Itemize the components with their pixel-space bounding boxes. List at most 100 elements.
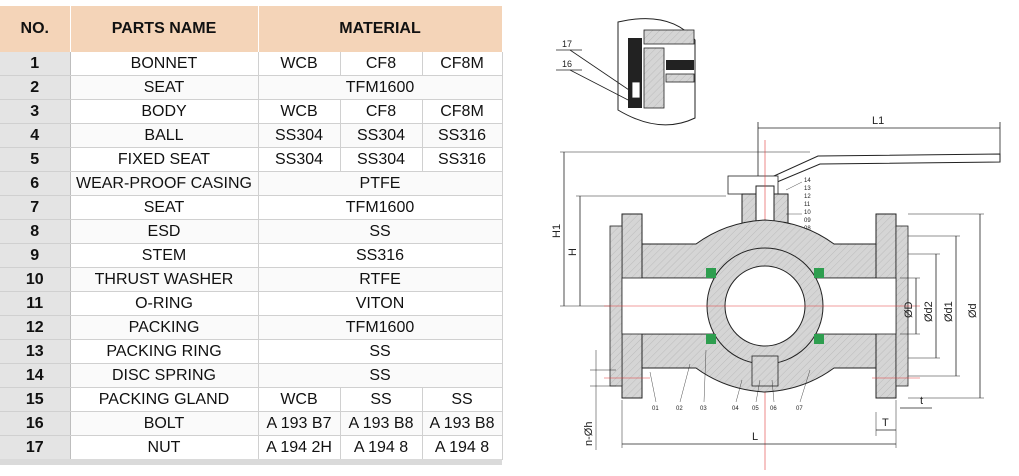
material-cell: A 193 B8 [422,411,503,436]
material-cell: SS316 [258,243,503,268]
valve-drawing: 17 16 L1 H1 [520,0,1019,471]
material-cell: A 194 8 [340,435,423,460]
part-name: WEAR-PROOF CASING [70,171,259,196]
material-cell: TFM1600 [258,315,503,340]
dim-label-T: T [882,417,889,429]
material-cell: WCB [258,99,341,124]
part-name: BODY [70,99,259,124]
material-cell: SS304 [258,123,341,148]
material-cell: SS [422,387,503,412]
dim-label-d2: Ød2 [923,301,935,322]
part-name: BONNET [70,52,259,76]
part-name: SEAT [70,75,259,100]
part-name: BALL [70,123,259,148]
material-cell: A 194 2H [258,435,341,460]
dim-label-d: Ød [967,303,979,318]
row-number: 12 [0,315,71,340]
dim-label-t: t [920,395,923,407]
row-number: 13 [0,339,71,364]
row-number: 7 [0,195,71,220]
dim-label-l1: L1 [872,115,884,127]
detail-callout-16: 16 [562,59,572,69]
part-name: FIXED SEAT [70,147,259,172]
dim-label-nh: n-Øh [583,422,595,446]
material-cell: SS316 [422,147,503,172]
callout-02: 02 [676,406,683,412]
row-number: 4 [0,123,71,148]
material-cell: A 193 B7 [258,411,341,436]
material-cell: CF8M [422,52,503,76]
material-cell: SS316 [422,123,503,148]
header-parts-name: PARTS NAME [70,6,259,52]
material-cell: SS304 [340,123,423,148]
material-cell: RTFE [258,267,503,292]
valve-section-svg: 17 16 L1 H1 [551,18,1001,470]
row-number: 6 [0,171,71,196]
material-cell: CF8 [340,52,423,76]
row-number: 15 [0,387,71,412]
dim-label-h1: H1 [551,224,563,238]
material-cell: SS [340,387,423,412]
material-cell: SS [258,363,503,388]
material-cell: VITON [258,291,503,316]
material-cell: WCB [258,52,341,76]
callout-04: 04 [732,406,739,412]
row-number: 16 [0,411,71,436]
row-number: 2 [0,75,71,100]
part-name: STEM [70,243,259,268]
stem-callout-09: 09 [804,218,811,224]
stem-callout-11: 11 [804,202,811,208]
material-cell: CF8M [422,99,503,124]
material-cell: A 193 B8 [340,411,423,436]
part-name: BOLT [70,411,259,436]
material-cell: WCB [258,387,341,412]
detail-view: 17 16 [556,18,696,126]
row-number: 5 [0,147,71,172]
callout-07: 07 [796,406,803,412]
table-header-row: NO. PARTS NAME MATERIAL [0,6,503,52]
bottom-callouts: 01 02 03 04 05 06 07 [649,349,811,412]
material-cell: CF8 [340,99,423,124]
material-cell: SS [258,219,503,244]
part-name: THRUST WASHER [70,267,259,292]
bottom-dimensions: L T t n-Øh [583,350,932,450]
header-no: NO. [0,6,71,52]
callout-01: 01 [652,406,659,412]
header-material: MATERIAL [258,6,503,52]
diameter-dimensions: ØD Ød2 Ød1 Ød [900,213,984,399]
dim-label-D: ØD [903,301,915,318]
callout-05: 05 [752,406,759,412]
material-cell: TFM1600 [258,195,503,220]
row-number: 11 [0,291,71,316]
material-cell: SS304 [258,147,341,172]
valve-body [604,213,920,399]
part-name: NUT [70,435,259,460]
stem-callout-12: 12 [804,194,811,200]
table-bottom-bar [0,459,502,465]
part-name: O-RING [70,291,259,316]
row-number: 10 [0,267,71,292]
row-number: 8 [0,219,71,244]
row-number: 3 [0,99,71,124]
material-cell: PTFE [258,171,503,196]
callout-03: 03 [700,406,707,412]
dimension-h1-h: H1 H [551,151,810,307]
detail-callout-17: 17 [562,39,572,49]
material-cell: SS [258,339,503,364]
row-number: 17 [0,435,71,460]
